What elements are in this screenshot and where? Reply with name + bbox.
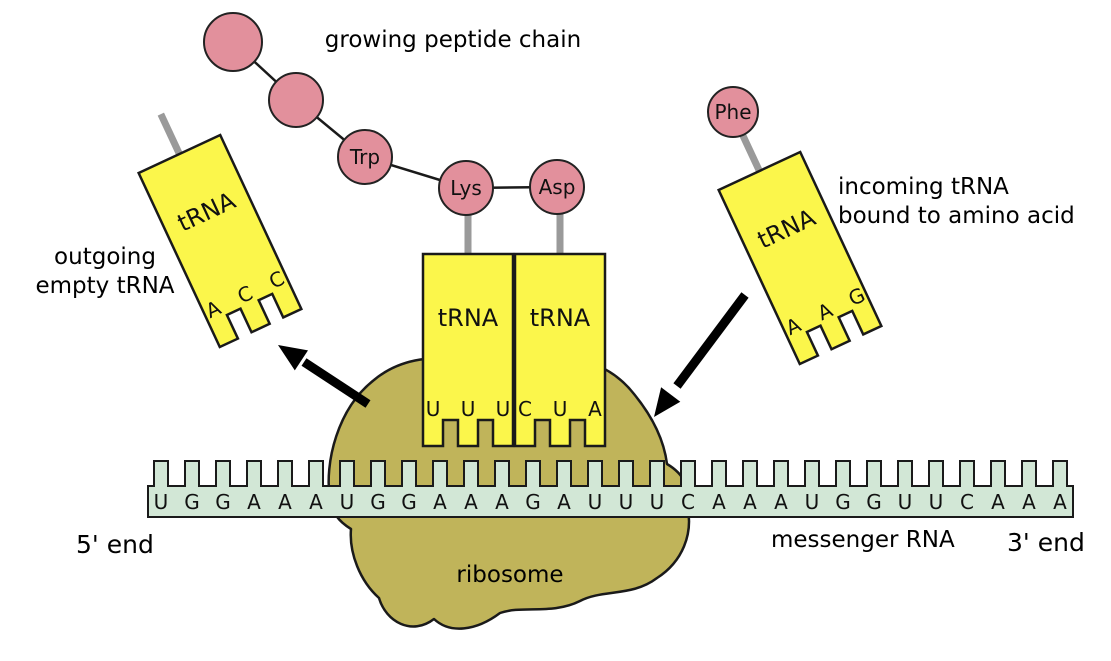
growing-peptide-chain-label: growing peptide chain <box>324 27 582 53</box>
mrna-letter: C <box>681 490 695 514</box>
mrna-letter: A <box>464 490 478 514</box>
mrna-letter: G <box>525 490 541 514</box>
trna-shape <box>716 150 884 366</box>
mrna-letter: G <box>370 490 386 514</box>
amino-acid-circle <box>203 12 263 72</box>
amino-acid-circle: Trp <box>337 129 393 185</box>
mrna-letter: A <box>991 490 1005 514</box>
amino-acid-label: Trp <box>349 145 381 169</box>
mrna-letter: U <box>340 490 355 514</box>
mrna-letter: A <box>309 490 323 514</box>
anticodon-letter: U <box>461 397 476 421</box>
mrna-letter: G <box>401 490 417 514</box>
outgoing-trna-label-line2: empty tRNA <box>35 273 175 299</box>
mrna-letter: A <box>495 490 509 514</box>
trna-label: tRNA <box>438 304 499 332</box>
trna-shape <box>421 252 515 448</box>
outgoing-trna-label: outgoing empty tRNA <box>18 243 192 301</box>
amino-acid-circle: Asp <box>529 159 585 215</box>
incoming-arrow-icon <box>654 292 749 417</box>
mrna-letter: U <box>805 490 820 514</box>
mrna-letter: G <box>866 490 882 514</box>
outgoing-arrow-icon <box>278 345 371 408</box>
mrna-letter: U <box>154 490 169 514</box>
mrna-letter: A <box>247 490 261 514</box>
amino-acid-label: Asp <box>538 175 576 199</box>
mrna-letter: C <box>960 490 974 514</box>
mrna-letter: U <box>588 490 603 514</box>
amino-acid-label: Lys <box>450 176 482 200</box>
mrna-letter: G <box>184 490 200 514</box>
anticodon-letter: U <box>496 397 511 421</box>
ribosome-label: ribosome <box>456 562 564 588</box>
outgoing-trna-label-line1: outgoing <box>54 244 156 270</box>
amino-acid-circle: Lys <box>438 160 494 216</box>
mrna-letter: U <box>898 490 913 514</box>
mrna-letter: A <box>712 490 726 514</box>
amino-acid-circle <box>268 72 324 128</box>
amino-acid-circle: Phe <box>707 86 759 138</box>
mrna-comb-shape <box>147 460 1074 518</box>
amino-acid-stick <box>157 112 183 156</box>
mrna-letter: A <box>433 490 447 514</box>
incoming-trna-label-line1: incoming tRNA <box>838 174 1009 200</box>
incoming-trna-label: incoming tRNA bound to amino acid <box>838 173 1075 231</box>
incoming-trna-label-line2: bound to amino acid <box>838 203 1075 229</box>
mrna-letter: A <box>774 490 788 514</box>
anticodon-letter: C <box>518 397 532 421</box>
mrna-letter: A <box>1022 490 1036 514</box>
mrna-letter: U <box>929 490 944 514</box>
mrna-letter: G <box>215 490 231 514</box>
anticodon-letter: U <box>426 397 441 421</box>
trna-label: tRNA <box>530 304 591 332</box>
mrna-letter: A <box>557 490 571 514</box>
messenger-rna-label: messenger RNA <box>771 527 955 553</box>
mrna-letter: U <box>619 490 634 514</box>
mrna-letter: U <box>650 490 665 514</box>
amino-acid-label: Phe <box>714 100 752 124</box>
anticodon-letter: U <box>553 397 568 421</box>
trna-shape <box>136 133 304 349</box>
mrna-letter: A <box>743 490 757 514</box>
trna-shape <box>513 252 607 448</box>
three-prime-end-label: 3' end <box>1007 528 1085 557</box>
mrna-letter: G <box>835 490 851 514</box>
mrna-letter: A <box>278 490 292 514</box>
five-prime-end-label: 5' end <box>76 530 154 559</box>
amino-acid-stick <box>737 129 763 173</box>
anticodon-letter: A <box>588 397 602 421</box>
mrna-letter: A <box>1053 490 1067 514</box>
